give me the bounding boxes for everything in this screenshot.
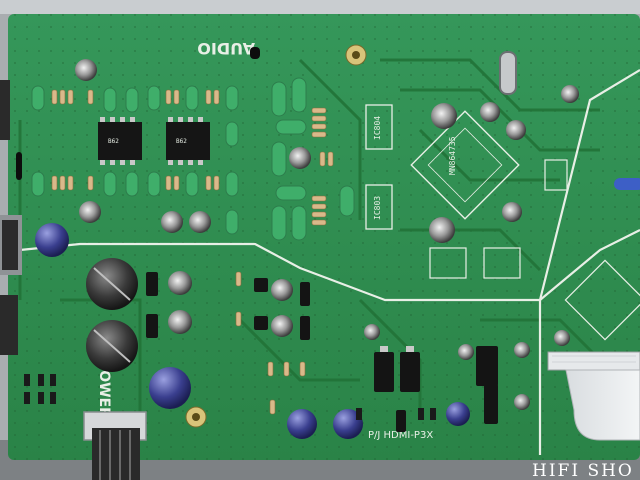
- svg-text:B62: B62: [176, 138, 187, 145]
- power-section-label: POWER: [96, 360, 112, 418]
- diodes: [24, 374, 436, 420]
- ribbon-cable: [547, 351, 640, 441]
- audio-section-label: AUDIO: [197, 39, 255, 58]
- resistors: [51, 89, 334, 415]
- ic-label-ic803: IC803: [373, 196, 382, 220]
- opamp-ic-right: B62: [166, 122, 210, 160]
- small-electrolytic-capacitors: [75, 59, 579, 410]
- ic801-footprint: [410, 110, 520, 220]
- connector-label: P/J HDMI-P3X: [368, 430, 433, 441]
- film-capacitors: [31, 77, 355, 241]
- ic-label-ic804: IC804: [373, 116, 382, 140]
- crystal-oscillator: [499, 51, 517, 95]
- svg-text:B62: B62: [108, 138, 119, 145]
- opamp-ic-left: B62: [98, 122, 142, 160]
- transistors: [146, 272, 498, 432]
- blue-electrolytic-capacitors: [35, 223, 470, 439]
- large-power-capacitors: [86, 258, 138, 372]
- watermark-text: HIFI SHO: [532, 461, 634, 480]
- silkscreen-lines: [19, 69, 640, 455]
- chip-marking: MN864735: [448, 136, 457, 175]
- power-connector: [83, 411, 147, 480]
- blue-wire: [614, 178, 640, 190]
